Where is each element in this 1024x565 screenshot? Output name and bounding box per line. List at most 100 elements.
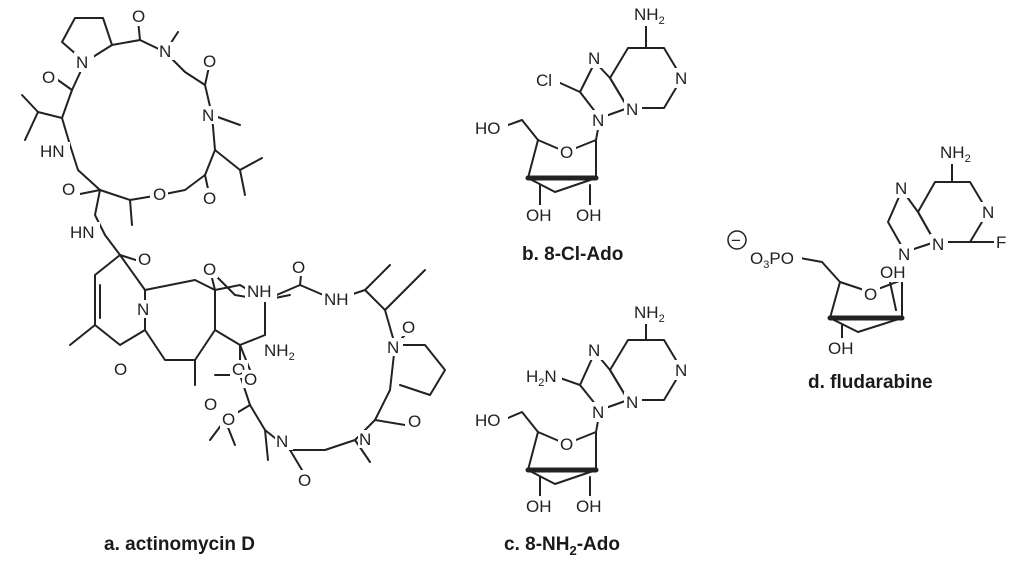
- atom-label: N: [359, 430, 371, 449]
- atom-label: HN: [40, 142, 65, 161]
- atom-label: Cl: [536, 71, 552, 90]
- caption-8-cl-ado: b. 8-Cl-Ado: [522, 244, 623, 265]
- purine-pyrimidine-ring: [609, 339, 683, 401]
- isopropyl-group: [24, 111, 39, 141]
- negative-charge-icon: [727, 230, 747, 250]
- 8-cl-ado-structure: NH2 N N N N Cl O HO OH OH: [474, 4, 692, 225]
- atom-label: OH: [576, 206, 602, 225]
- phosphate-bond: [799, 257, 841, 283]
- atom-label: O: [203, 52, 216, 71]
- atom-label: O: [402, 318, 415, 337]
- atom-label: N: [982, 203, 994, 222]
- hydroxyl-bond: [889, 281, 897, 311]
- negative-charge-symbol: −: [731, 231, 741, 250]
- isopropyl-group: [384, 269, 426, 311]
- atom-label: O: [62, 180, 75, 199]
- atom-label: O: [864, 285, 877, 304]
- atom-label: O: [138, 250, 151, 269]
- methyl-bond: [129, 199, 133, 226]
- atom-label: F: [996, 233, 1006, 252]
- atom-label: HO: [475, 411, 501, 430]
- atom-label: OH: [828, 339, 854, 358]
- atom-label: O: [244, 370, 257, 389]
- purine-pyrimidine-ring: [609, 47, 683, 109]
- methyl-bond: [69, 324, 96, 346]
- atom-label: N: [932, 235, 944, 254]
- actinomycin-d-structure: N O N O O N HN O O O HN O O NH: [21, 7, 446, 490]
- n-methyl-bond: [354, 439, 371, 463]
- atom-label: O: [153, 185, 166, 204]
- hydroxymethyl-bond: [507, 411, 539, 433]
- atom-label: OH: [880, 263, 906, 282]
- atom-label: N: [675, 69, 687, 88]
- actinomycin-atom-labels: N O N O O N HN O O O HN O O NH: [38, 7, 423, 490]
- atom-label: O: [560, 143, 573, 162]
- amino-nh2-label: NH2: [634, 5, 665, 27]
- atom-label: N: [137, 300, 149, 319]
- amino-nh2-label: NH2: [940, 143, 971, 165]
- caption-fludarabine: d. fludarabine: [808, 372, 933, 393]
- atom-label: O: [408, 412, 421, 431]
- atom-label: O: [560, 435, 573, 454]
- atom-label: N: [588, 49, 600, 68]
- atom-label: O: [203, 260, 216, 279]
- atom-label: N: [588, 341, 600, 360]
- atom-label: N: [895, 179, 907, 198]
- 8-nh2-ado-atom-labels: NH2 N N N N H2N O HO OH OH: [474, 300, 692, 516]
- fludarabine-structure: NH2 N N N N F OH O OH − O3PO: [727, 140, 1012, 358]
- phenoxazinone-right-ring: [214, 284, 266, 346]
- atom-label: N: [626, 100, 638, 119]
- purine-imidazole-ring: [579, 61, 629, 119]
- atom-label: N: [898, 245, 910, 264]
- atom-label: N: [626, 393, 638, 412]
- isopropyl-group: [214, 149, 263, 171]
- atom-label: O: [298, 471, 311, 490]
- atom-label: N: [276, 432, 288, 451]
- fludarabine-atom-labels: NH2 N N N N F OH O OH − O3PO: [727, 140, 1012, 358]
- atom-label: HN: [70, 223, 95, 242]
- atom-label: O: [114, 360, 127, 379]
- atom-label: O: [203, 189, 216, 208]
- purine-imidazole-ring: [579, 351, 629, 411]
- purine-imidazole-ring: [887, 189, 936, 253]
- purine-pyrimidine-ring: [917, 181, 989, 243]
- carbonyl-bond: [239, 344, 251, 371]
- atom-label: N: [592, 403, 604, 422]
- chloro-bond: [557, 81, 581, 93]
- n-methyl-bond: [264, 429, 269, 461]
- atom-label: N: [202, 106, 214, 125]
- carbonyl-bond: [374, 419, 406, 426]
- isopropyl-group: [21, 94, 63, 119]
- atom-label: NH: [324, 290, 349, 309]
- lower-macrocycle-ring: [209, 269, 396, 451]
- amino-bond: [559, 377, 581, 386]
- 8-nh2-ado-structure: NH2 N N N N H2N O HO OH OH: [474, 300, 692, 516]
- h2n-label: H2N: [526, 367, 557, 389]
- hydroxymethyl-bond: [507, 119, 539, 141]
- atom-label: O: [132, 7, 145, 26]
- atom-label: N: [387, 338, 399, 357]
- atom-label: N: [675, 361, 687, 380]
- atom-label: OH: [576, 497, 602, 516]
- atom-label: O: [42, 68, 55, 87]
- atom-label: OH: [526, 206, 552, 225]
- atom-label: N: [159, 42, 171, 61]
- atom-label: N: [76, 53, 88, 72]
- caption-8-nh2-ado: c. 8-NH2-Ado: [504, 534, 620, 558]
- upper-macrocycle-ring: [61, 39, 216, 201]
- atom-label: O: [232, 360, 245, 379]
- amine-nh2-label: NH2: [264, 341, 295, 363]
- caption-actinomycin-d: a. actinomycin D: [104, 534, 255, 555]
- isopropyl-group: [239, 169, 246, 196]
- o3po-label: O3PO: [750, 249, 794, 271]
- amino-nh2-label: NH2: [634, 303, 665, 325]
- atom-label: O: [222, 410, 235, 429]
- isopropyl-group: [364, 264, 391, 291]
- atom-label: OH: [526, 497, 552, 516]
- atom-label: HO: [475, 119, 501, 138]
- phenoxazinone-middle-ring: [144, 279, 216, 361]
- atom-label: O: [204, 395, 217, 414]
- upper-pyrrolidine-ring: [61, 17, 113, 63]
- 8-cl-ado-atom-labels: NH2 N N N N Cl O HO OH OH: [474, 4, 692, 225]
